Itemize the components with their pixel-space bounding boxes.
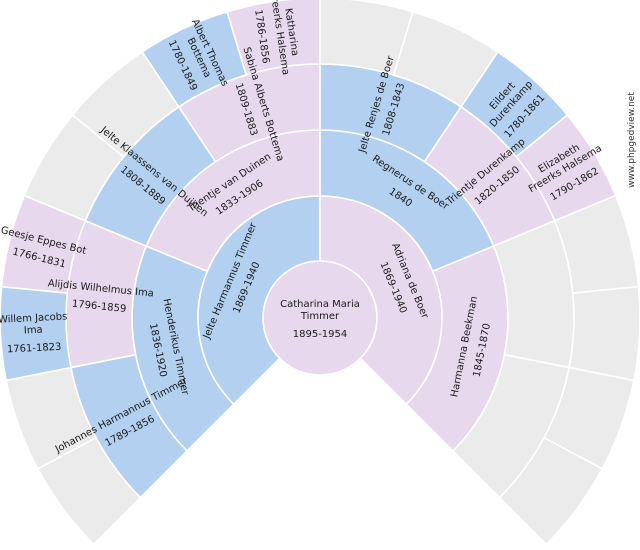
segment-empty-4-15 [498, 436, 604, 546]
person-years: 1895-1954 [293, 329, 348, 340]
person-years: 1761-1823 [7, 342, 62, 356]
person-years: 1796-1859 [71, 299, 126, 315]
person-name: Willem Jacobs [0, 311, 68, 325]
person-name: Ima [24, 325, 43, 337]
segment-empty-4-13 [568, 285, 640, 382]
person-name: Catharina Maria [280, 299, 360, 310]
watermark-text: www.phpgedview.net [627, 92, 637, 188]
person-name: Timmer [300, 311, 340, 322]
